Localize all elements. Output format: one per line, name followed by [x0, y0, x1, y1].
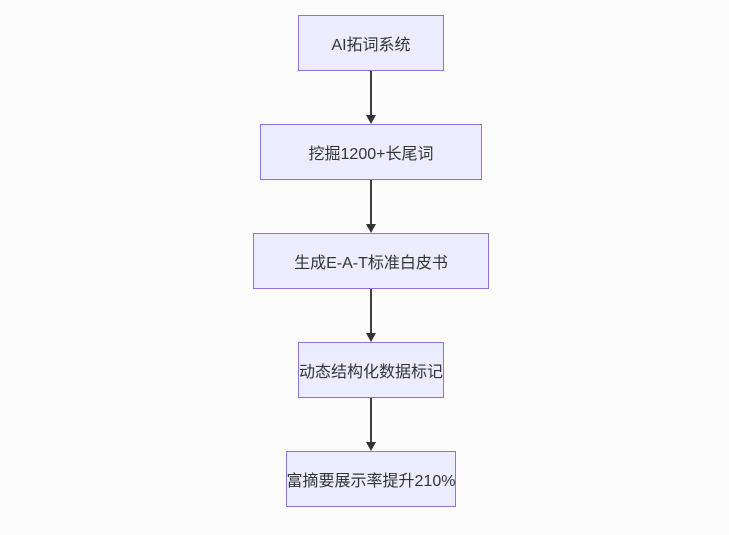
arrow-line	[370, 180, 372, 224]
flow-node-eat-whitepaper: 生成E-A-T标准白皮书	[253, 233, 489, 289]
arrow-line	[370, 71, 372, 115]
arrowhead-down-icon	[366, 115, 376, 124]
flow-arrow	[366, 180, 376, 233]
flow-node-label: 动态结构化数据标记	[298, 364, 443, 381]
flow-arrow	[366, 71, 376, 124]
arrow-line	[370, 398, 372, 442]
flow-node-label: 生成E-A-T标准白皮书	[294, 255, 448, 272]
flow-node-label: 富摘要展示率提升210%	[286, 473, 456, 490]
flow-node-rich-snippet-result: 富摘要展示率提升210%	[285, 451, 457, 507]
flow-node-label: AI拓词系统	[331, 37, 411, 54]
flow-arrow	[366, 289, 376, 342]
flow-arrow	[366, 398, 376, 451]
flow-node-label: 挖掘1200+长尾词	[308, 146, 434, 163]
flowchart-canvas: AI拓词系统 挖掘1200+长尾词 生成E-A-T标准白皮书 动态结构化数据标记…	[253, 15, 489, 507]
arrowhead-down-icon	[366, 442, 376, 451]
arrow-line	[370, 289, 372, 333]
flow-node-ai-word-system: AI拓词系统	[298, 15, 444, 71]
arrowhead-down-icon	[366, 333, 376, 342]
arrowhead-down-icon	[366, 224, 376, 233]
flow-node-structured-data: 动态结构化数据标记	[297, 342, 444, 398]
flow-node-longtail-mining: 挖掘1200+长尾词	[260, 124, 482, 180]
